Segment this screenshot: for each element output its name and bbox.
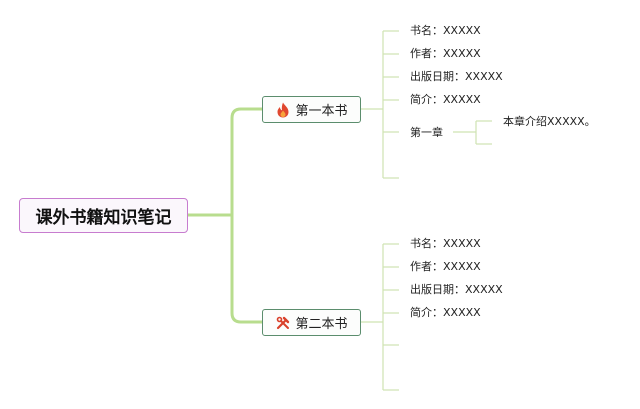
branch-root-to-book2 xyxy=(230,213,264,324)
topic-book-2-label: 第二本书 xyxy=(295,317,348,332)
book2-field-title[interactable]: 书名：XXXXX xyxy=(410,237,481,250)
book1-field-summary[interactable]: 简介：XXXXX xyxy=(410,93,481,106)
book1-field-title[interactable]: 书名：XXXXX xyxy=(410,24,481,37)
tools-icon xyxy=(275,315,291,331)
book1-field-date[interactable]: 出版日期：XXXXX xyxy=(410,70,503,83)
book1-chapter-intro[interactable]: 本章介绍XXXXX。 xyxy=(503,115,596,128)
book2-field-author[interactable]: 作者：XXXXX xyxy=(410,260,481,273)
topic-book-1[interactable]: 第一本书 xyxy=(262,96,361,123)
branch-root-to-book1 xyxy=(230,107,264,217)
book1-chapter[interactable]: 第一章 xyxy=(410,126,443,139)
topic-book-2[interactable]: 第二本书 xyxy=(262,309,361,336)
root-topic[interactable]: 课外书籍知识笔记 xyxy=(19,198,188,233)
book1-field-author[interactable]: 作者：XXXXX xyxy=(410,47,481,60)
book2-field-date[interactable]: 出版日期：XXXXX xyxy=(410,283,503,296)
book2-field-summary[interactable]: 简介：XXXXX xyxy=(410,306,481,319)
topic-book-1-label: 第一本书 xyxy=(295,104,348,119)
fire-icon xyxy=(275,102,291,118)
root-topic-label: 课外书籍知识笔记 xyxy=(35,208,172,228)
